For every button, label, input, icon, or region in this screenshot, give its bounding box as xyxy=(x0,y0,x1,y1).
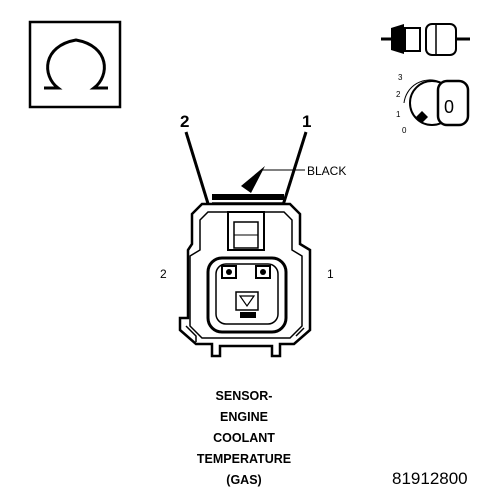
probe-label-2: 2 xyxy=(180,112,189,131)
probe-label-1: 1 xyxy=(302,112,311,131)
ignition-key-icon: 3 2 1 0 0 xyxy=(396,73,470,135)
key-marker-icon xyxy=(416,111,428,123)
ohm-icon xyxy=(44,38,108,90)
component-title: SENSOR- ENGINE COOLANT TEMPERATURE (GAS) xyxy=(197,389,291,487)
title-line-4: TEMPERATURE xyxy=(197,452,291,466)
connector-disconnected-icon xyxy=(381,23,470,56)
title-line-3: COOLANT xyxy=(213,431,275,445)
ignition-position-3: 3 xyxy=(398,73,403,82)
ohmmeter-symbol-box xyxy=(28,20,122,109)
sensor-connector xyxy=(178,194,312,358)
title-line-5: (GAS) xyxy=(226,473,261,487)
key-position-label: 0 xyxy=(444,97,454,117)
title-line-2: ENGINE xyxy=(220,410,268,424)
title-line-1: SENSOR- xyxy=(216,389,273,403)
side-label-2: 2 xyxy=(160,267,167,281)
ignition-position-2: 2 xyxy=(396,90,401,99)
color-callout-label: BLACK xyxy=(307,164,346,178)
ignition-position-1: 1 xyxy=(396,110,401,119)
figure-number: 81912800 xyxy=(392,469,468,488)
side-label-1: 1 xyxy=(327,267,334,281)
ignition-position-0: 0 xyxy=(402,126,407,135)
